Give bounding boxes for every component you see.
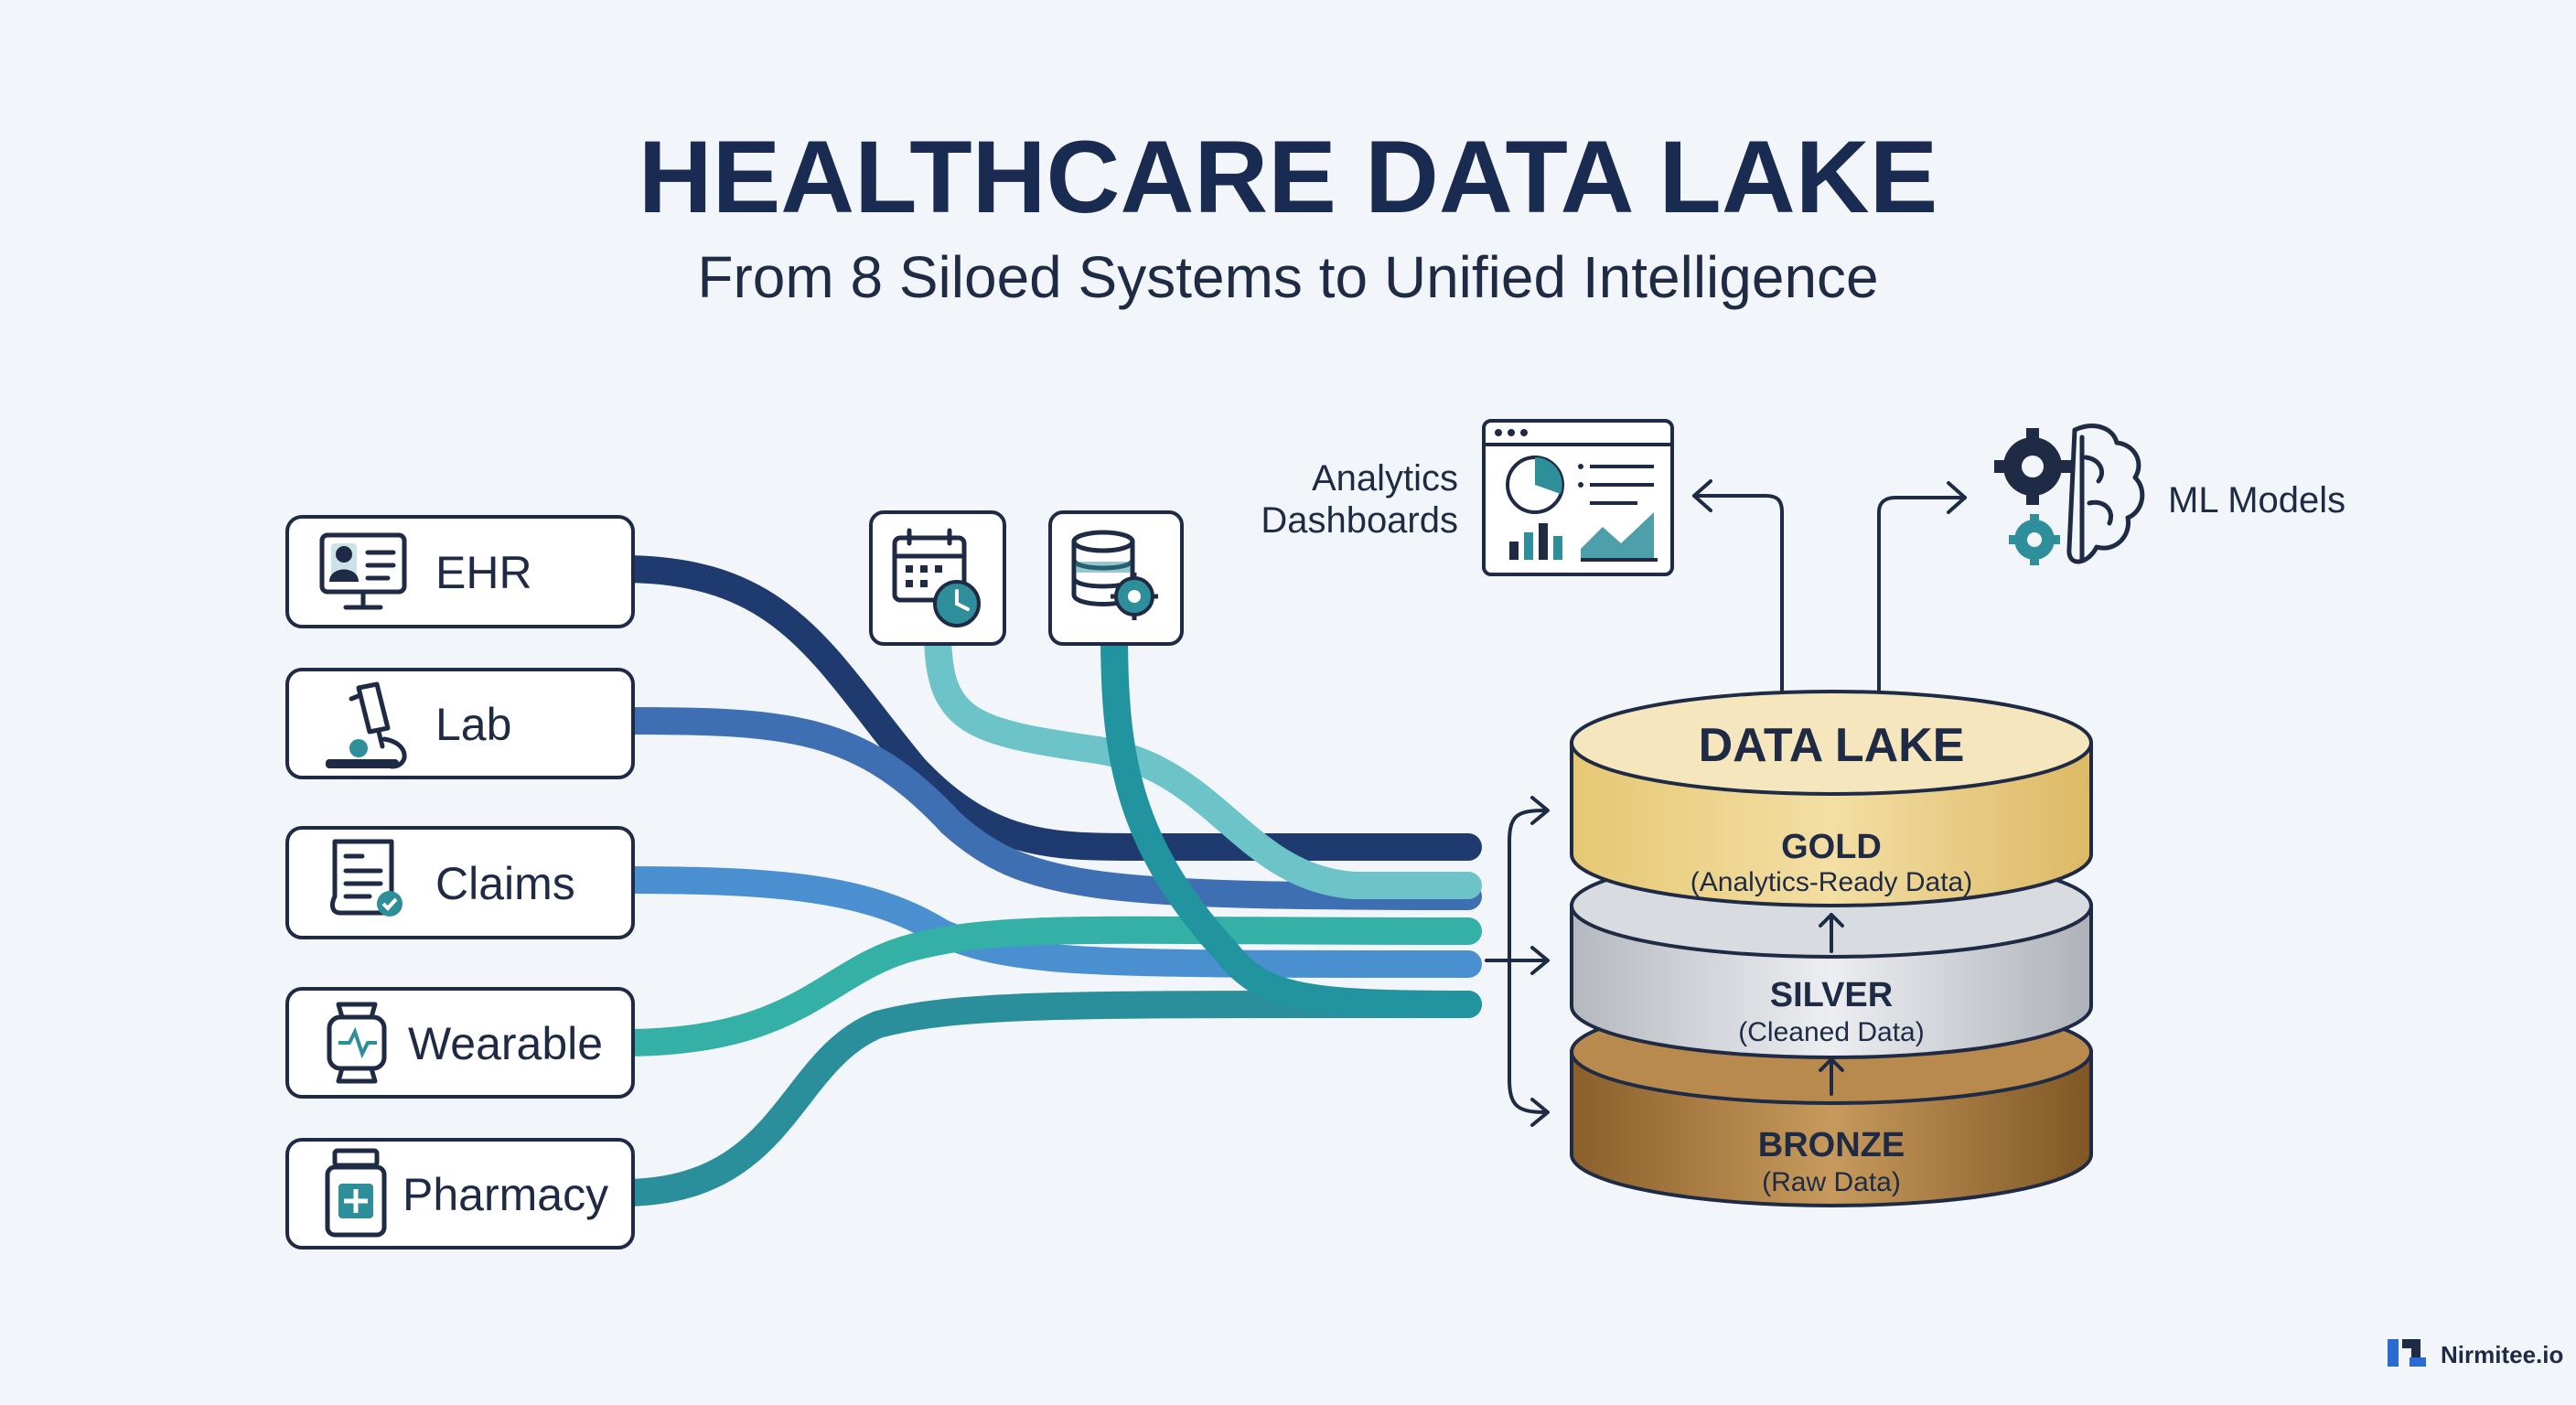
flow-lines — [608, 555, 1482, 1207]
flow-line-lab — [608, 707, 1482, 910]
source-label-ehr: EHR — [435, 547, 532, 598]
output-arrows — [1692, 479, 1967, 692]
database-gear-icon — [1071, 530, 1158, 620]
layer-gold-name: GOLD — [1781, 828, 1882, 866]
ml-models-output[interactable]: ML Models — [1994, 424, 2345, 565]
source-label-lab: Lab — [435, 699, 511, 750]
source-ehr[interactable]: EHR — [285, 515, 635, 628]
analytics-label-line2: Dashboards — [1261, 500, 1458, 541]
analytics-label-line1: Analytics — [1312, 458, 1458, 499]
dashboard-icon — [1482, 419, 1674, 576]
source-scheduling[interactable] — [869, 510, 1006, 646]
layer-silver-name: SILVER — [1770, 976, 1893, 1014]
medicine-bottle-icon — [325, 1148, 387, 1238]
flow-line-ehr — [608, 555, 1482, 861]
smartwatch-icon — [327, 1002, 387, 1084]
brand-logo[interactable]: Nirmitee.io — [2388, 1339, 2563, 1368]
ehr-monitor-icon — [319, 532, 407, 610]
analytics-dashboards-output[interactable]: Analytics Dashboards — [1261, 419, 1674, 576]
layer-gold-desc: (Analytics-Ready Data) — [1690, 867, 1972, 897]
layer-bronze-name: BRONZE — [1758, 1126, 1905, 1164]
calendar-clock-icon — [892, 528, 981, 627]
page-title: HEALTHCARE DATA LAKE — [639, 120, 1938, 234]
nirmitee-logo-icon — [2388, 1339, 2426, 1367]
ml-models-label: ML Models — [2168, 480, 2345, 520]
source-wearable[interactable]: Wearable — [285, 987, 635, 1099]
claim-document-icon — [330, 839, 402, 917]
source-label-wearable: Wearable — [408, 1018, 603, 1069]
source-lab[interactable]: Lab — [285, 668, 635, 779]
microscope-icon — [326, 681, 407, 769]
source-label-pharmacy: Pharmacy — [402, 1169, 608, 1220]
brain-gears-icon — [1994, 424, 2145, 565]
source-database[interactable] — [1048, 510, 1184, 646]
brand-name: Nirmitee.io — [2441, 1341, 2563, 1368]
ingest-arrows — [1485, 796, 1550, 1127]
flow-line-database — [1100, 617, 1482, 1018]
lake-title: DATA LAKE — [1699, 719, 1965, 772]
flow-line-pharmacy — [608, 990, 1482, 1207]
data-lake-stack: DATA LAKE GOLD (Analytics-Ready Data) SI… — [1570, 690, 2093, 1207]
layer-gold — [1570, 690, 2093, 907]
layer-bronze-desc: (Raw Data) — [1762, 1167, 1901, 1197]
page-subtitle: From 8 Siloed Systems to Unified Intelli… — [697, 244, 1878, 310]
source-pharmacy[interactable]: Pharmacy — [285, 1138, 635, 1249]
source-claims[interactable]: Claims — [285, 826, 635, 939]
source-label-claims: Claims — [435, 858, 575, 909]
layer-silver-desc: (Cleaned Data) — [1738, 1017, 1924, 1047]
